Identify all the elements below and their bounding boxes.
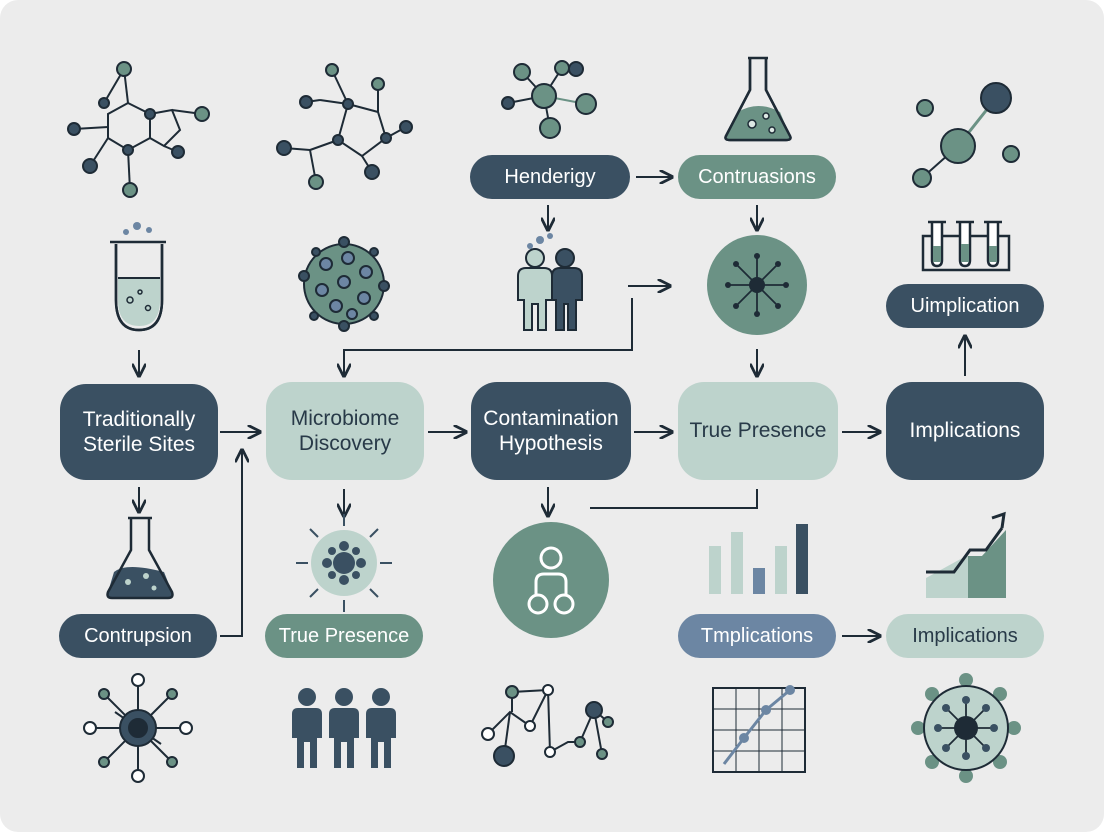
pill-true-presence: True Presence <box>265 614 423 658</box>
node-contamination-hypothesis: Contamination Hypothesis <box>471 382 631 480</box>
person-badge-icon <box>493 522 609 638</box>
loop-to-discovery <box>344 298 633 376</box>
people-icon <box>517 233 583 331</box>
microbe-icon <box>707 235 807 335</box>
node-implications: Implications <box>886 382 1044 480</box>
bar-chart-icon <box>709 524 808 594</box>
microbe-colony-icon <box>298 236 390 332</box>
loop-contrupsion-up <box>220 450 242 637</box>
molecule-network-icon <box>481 684 614 767</box>
node-microbiome-discovery: Microbiome Discovery <box>266 382 424 480</box>
pill-tmplications: Tmplications <box>678 614 836 658</box>
flask-icon <box>106 516 174 600</box>
molecule-icon <box>67 61 210 198</box>
pill-implications: Implications <box>886 614 1044 658</box>
molecule-icon <box>912 82 1020 188</box>
line-presence-to-hypothesis <box>590 489 758 509</box>
node-traditionally-sterile-sites: Traditionally Sterile Sites <box>60 384 218 480</box>
connectors <box>139 177 965 636</box>
growth-chart-icon <box>926 511 1006 598</box>
line-chart-icon <box>712 685 806 773</box>
molecule-network-icon <box>501 60 597 139</box>
flask-icon <box>724 56 792 142</box>
pill-henderigy: Henderigy <box>470 155 630 199</box>
pill-uimplication: Uimplication <box>886 284 1044 328</box>
pill-contrupsion: Contrupsion <box>59 614 217 658</box>
node-true-presence: True Presence <box>678 382 838 480</box>
network-node-icon <box>83 673 193 783</box>
virus-icon <box>911 673 1021 783</box>
molecule-icon <box>276 63 413 190</box>
test-tube-icon <box>110 222 166 332</box>
pill-contruasions: Contruasions <box>678 155 836 199</box>
people-group-icon <box>292 688 396 768</box>
virus-icon <box>296 514 392 612</box>
test-tube-rack-icon <box>921 220 1011 272</box>
